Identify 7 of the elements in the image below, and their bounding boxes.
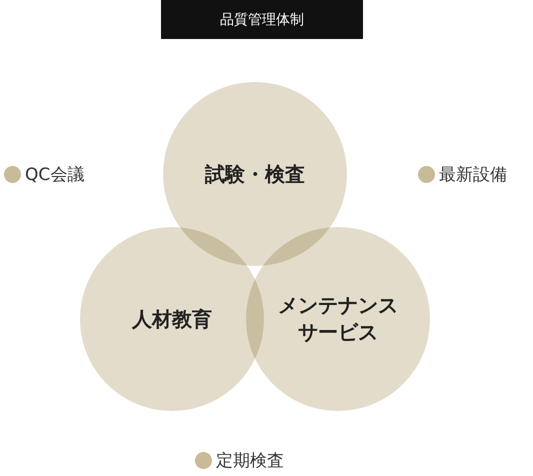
item-label: 定期検査 xyxy=(216,450,284,472)
circle-label: 試験・検査 xyxy=(205,160,305,188)
title-banner: 品質管理体制 xyxy=(161,0,363,39)
circle-label: メンテナンスサービス xyxy=(277,292,399,346)
circle-label: 人材教育 xyxy=(132,306,212,332)
item-label: QC会議 xyxy=(25,164,84,186)
item-label: 最新設備 xyxy=(439,164,507,186)
